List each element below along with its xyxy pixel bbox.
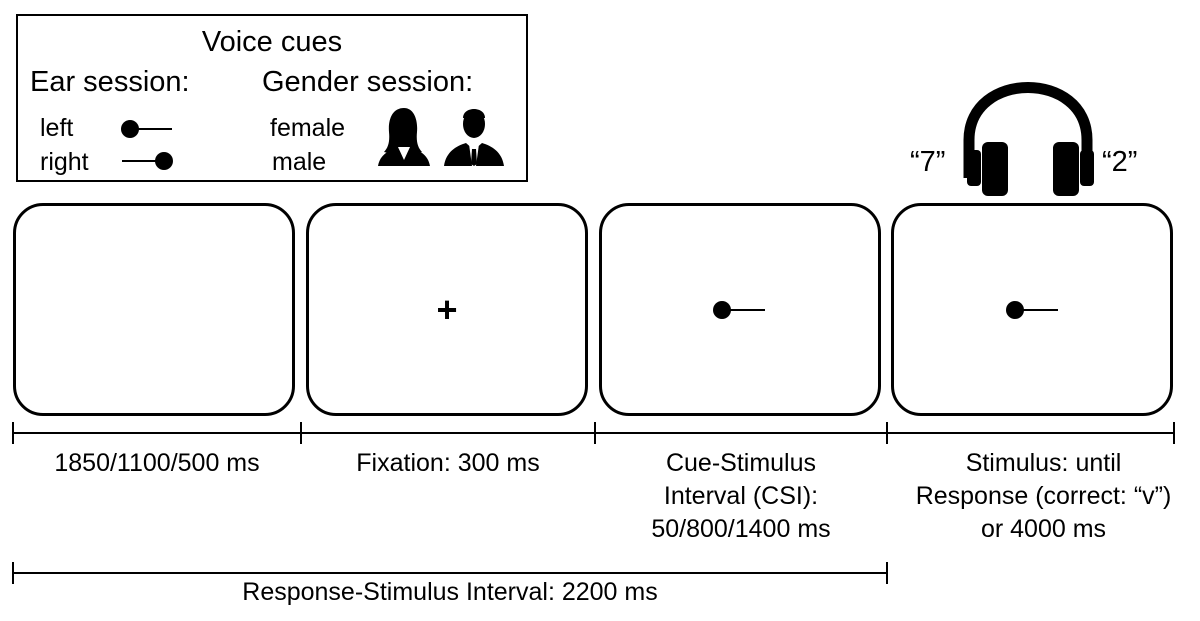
stimulus-duration-label: Stimulus: until Response (correct: “v”) … — [887, 447, 1200, 546]
left-cue-label: left — [40, 114, 74, 142]
right-cue-label: right — [40, 148, 89, 176]
stimulus-cue-left-ear-icon — [1006, 301, 1058, 319]
timeline-axis — [12, 422, 1175, 444]
gender-session-label: Gender session: — [262, 66, 474, 98]
female-cue-label: female — [270, 114, 346, 142]
csi-line-2: Interval (CSI): — [663, 482, 819, 510]
rsi-bracket — [12, 562, 888, 584]
csi-duration-label: Cue-Stimulus Interval (CSI): 50/800/1400… — [595, 447, 887, 546]
left-ear-cue-icon — [121, 120, 172, 138]
right-ear-cue-icon — [122, 152, 173, 170]
headphones-icon — [963, 82, 1094, 196]
male-silhouette-icon — [444, 109, 504, 166]
right-ear-number: “2” — [1102, 146, 1138, 178]
female-silhouette-icon — [378, 108, 430, 166]
screen-fixation: + — [306, 203, 588, 416]
blank-duration-label: 1850/1100/500 ms — [54, 449, 260, 477]
left-ear-number: “7” — [910, 146, 946, 178]
screen-blank — [13, 203, 295, 416]
voice-cues-legend — [16, 14, 528, 182]
male-cue-label: male — [272, 148, 327, 176]
fixation-duration-label: Fixation: 300 ms — [356, 449, 540, 477]
cue-left-ear-icon — [713, 301, 765, 319]
stimulus-line-3: or 4000 ms — [980, 515, 1107, 543]
csi-line-1: Cue-Stimulus — [665, 449, 817, 477]
csi-line-3: 50/800/1400 ms — [651, 515, 831, 543]
rsi-label: Response-Stimulus Interval: 2200 ms — [242, 578, 658, 606]
screen-cue — [599, 203, 881, 416]
legend-title: Voice cues — [201, 26, 343, 58]
stimulus-line-1: Stimulus: until — [965, 449, 1122, 477]
fixation-cross: + — [436, 289, 458, 330]
ear-session-label: Ear session: — [30, 66, 190, 98]
stimulus-line-2: Response (correct: “v”) — [915, 482, 1172, 510]
screen-stimulus — [891, 203, 1173, 416]
